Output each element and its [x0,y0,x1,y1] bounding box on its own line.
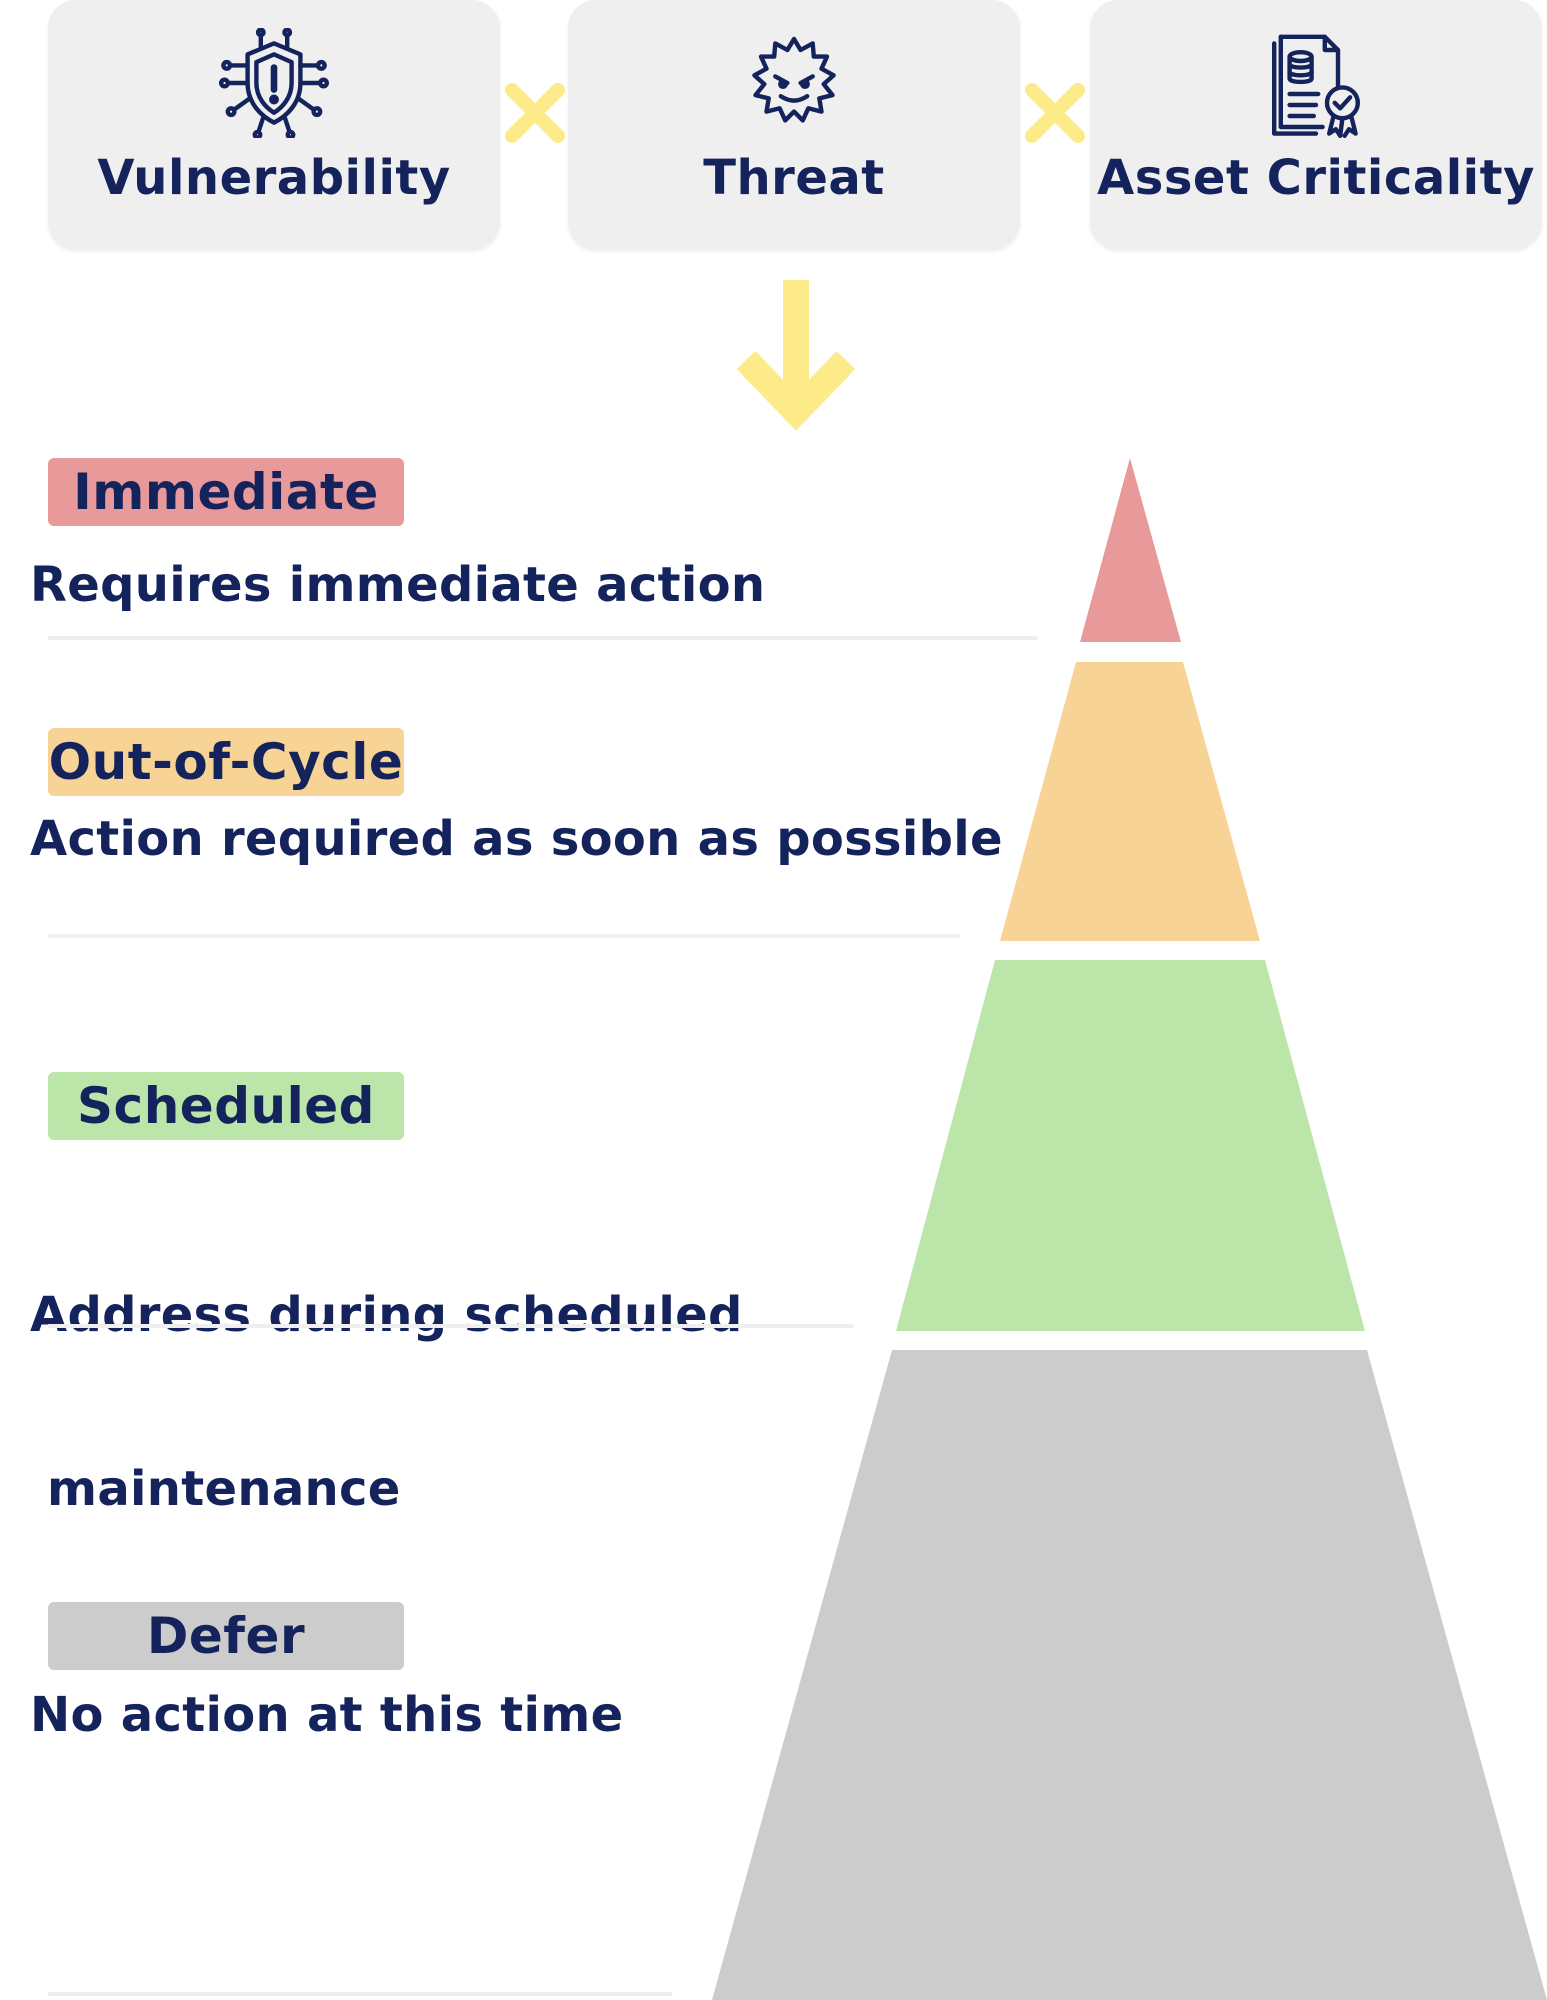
tier-divider [48,636,1038,640]
multiply-icon [1022,80,1088,146]
tier-description-line: No action at this time [30,1687,624,1743]
shield-circuit-icon [219,28,329,138]
pyramid-tier-scheduled [896,960,1365,1331]
malware-face-icon [739,28,849,138]
badge-defer: Defer [48,1602,404,1670]
tier-description-line: maintenance [30,1461,401,1517]
multiply-icon [502,80,568,146]
tier-description-line: Address during scheduled [30,1287,743,1343]
tier-description-line: Action required as soon as possible [30,811,1003,867]
badge-out-of-cycle: Out-of-Cycle [48,728,404,796]
factor-label: Threat [703,150,885,206]
pyramid-tier-immediate [1080,458,1181,642]
arrow-down-icon [736,280,856,430]
tier-divider [48,934,960,938]
tier-description-scheduled: Address during scheduled maintenance [30,1170,743,1576]
tier-description-out-of-cycle: Action required as soon as possible [30,810,1003,868]
pyramid-tier-defer [712,1350,1547,2000]
factor-card-asset-criticality: Asset Criticality [1090,0,1542,250]
factor-card-vulnerability: Vulnerability [48,0,500,250]
factor-label: Asset Criticality [1097,150,1535,206]
pyramid-tier-out-of-cycle [1000,662,1260,941]
badge-scheduled: Scheduled [48,1072,404,1140]
factor-label: Vulnerability [97,150,451,206]
factor-card-threat: Threat [568,0,1020,250]
tier-divider [48,1992,672,1996]
tier-description-immediate: Requires immediate action [30,556,765,614]
tier-description-line: Requires immediate action [30,557,766,613]
tier-divider [48,1324,854,1328]
certificate-document-icon [1261,28,1371,138]
tier-description-defer: No action at this time [30,1686,623,1744]
badge-immediate: Immediate [48,458,404,526]
